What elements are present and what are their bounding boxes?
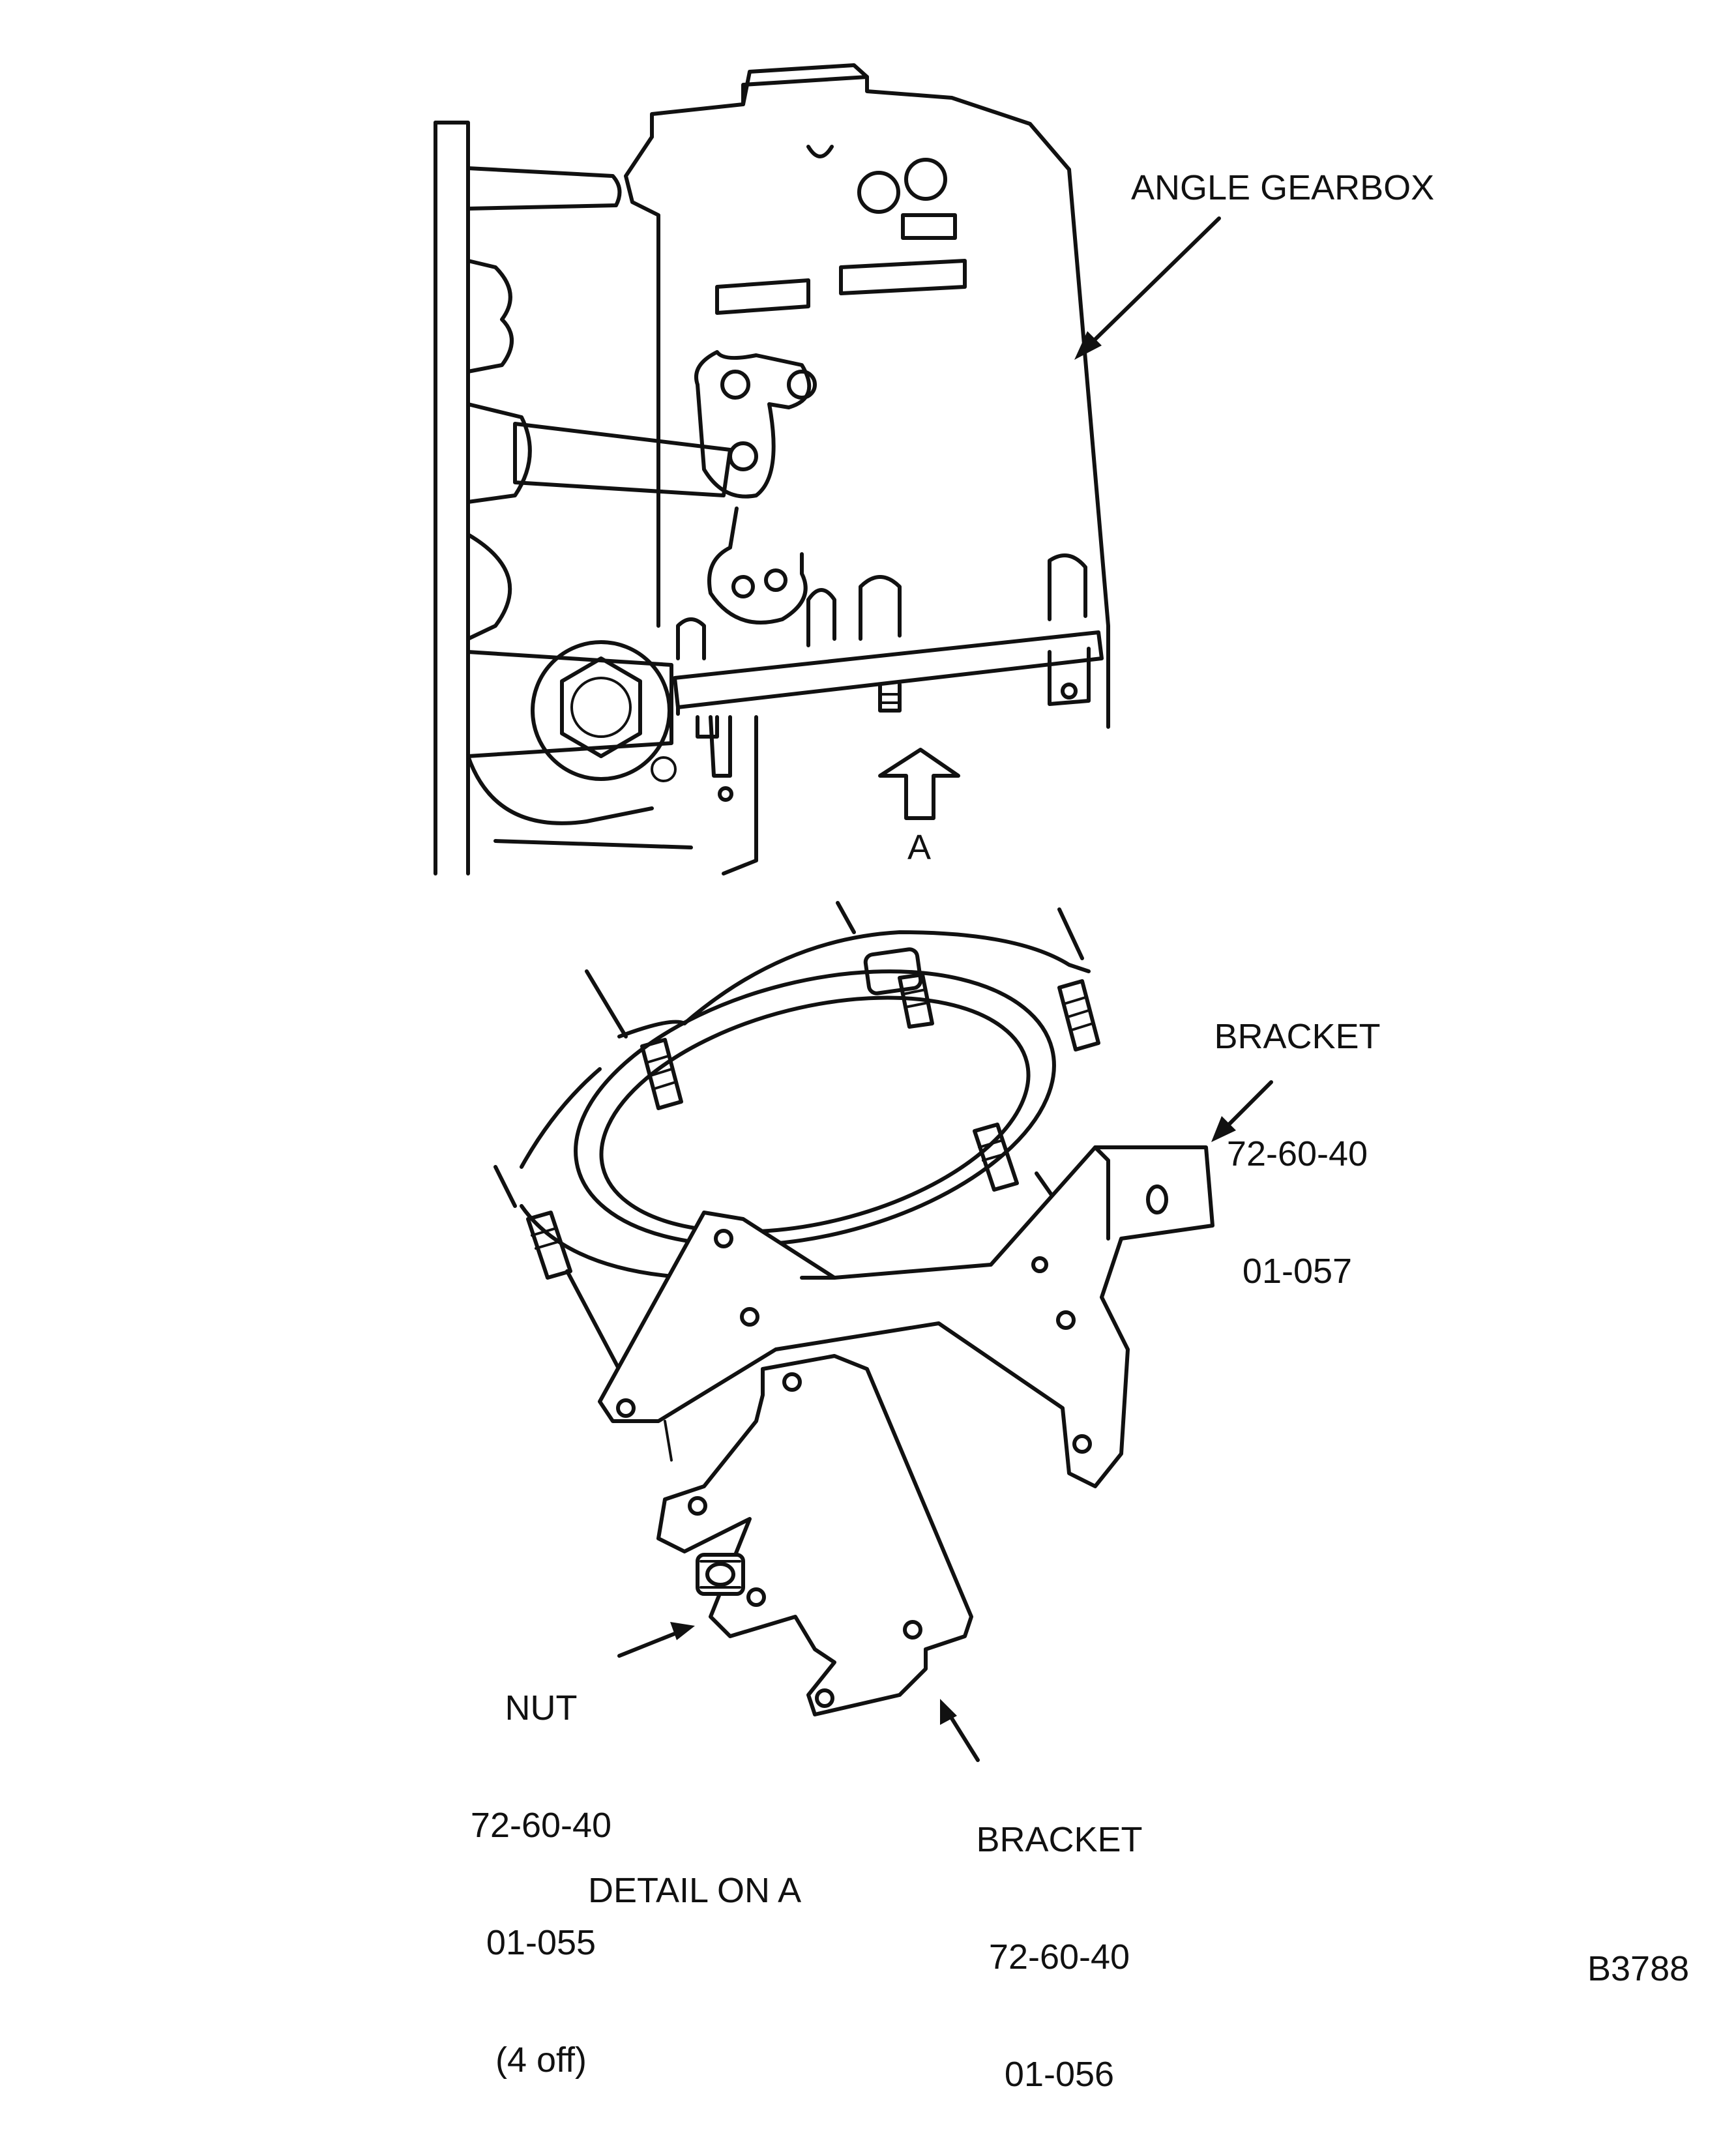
bracket-bottom-ref1: 72-60-40	[988, 1937, 1130, 1977]
bracket-top-leader	[1211, 1080, 1273, 1142]
angle-gearbox-leader	[1074, 216, 1221, 360]
bracket-bottom-name: BRACKET	[976, 1820, 1143, 1859]
nut-qty: (4 off)	[495, 2040, 587, 2080]
bracket-01-057	[598, 1145, 1214, 1488]
bracket-bottom-label: BRACKET 72-60-40 01-056	[971, 1742, 1147, 2133]
bracket-01-056	[656, 1354, 973, 1716]
studs	[526, 947, 1100, 1280]
nut-01-055	[696, 1553, 745, 1596]
angle-gearbox-assembly	[434, 63, 1110, 875]
bracket-bottom-ref2: 01-056	[1004, 2055, 1115, 2094]
nut-leader	[617, 1622, 695, 1658]
view-a-arrow	[878, 748, 960, 820]
bracket-top-ref1: 72-60-40	[1226, 1134, 1368, 1173]
nut-ref1: 72-60-40	[470, 1806, 612, 1845]
bracket-top-name: BRACKET	[1214, 1017, 1381, 1056]
nut-ref2: 01-055	[486, 1923, 596, 1962]
view-a-label: A	[907, 828, 932, 867]
bracket-bottom-leader	[940, 1699, 980, 1762]
technical-drawing	[434, 63, 1273, 1762]
nut-name: NUT	[505, 1688, 578, 1728]
bracket-top-label: BRACKET 72-60-40 01-057	[1213, 939, 1382, 1330]
angle-gearbox-label: ANGLE GEARBOX	[1131, 168, 1435, 207]
nut-label: NUT 72-60-40 01-055 (4 off)	[456, 1610, 626, 2119]
bracket-top-ref2: 01-057	[1242, 1252, 1353, 1291]
detail-caption: DETAIL ON A	[588, 1871, 802, 1910]
figure-id: B3788	[1587, 1949, 1690, 1988]
